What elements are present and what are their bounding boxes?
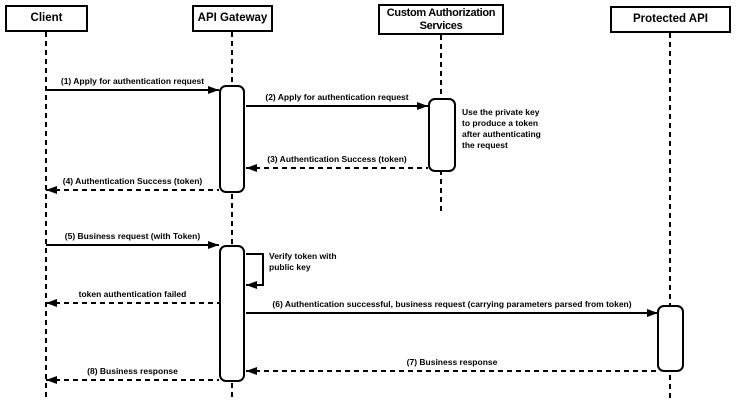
message-1-label: (1) Apply for authentication request — [60, 76, 205, 86]
arrowhead-right-icon — [208, 241, 219, 249]
actor-custom-authorization-services-label: Custom Authorization Services — [386, 6, 496, 32]
message-7-label: (7) Business response — [406, 357, 498, 367]
message-5-label: (5) Business request (with Token) — [64, 231, 201, 241]
message-2-arrow — [246, 102, 428, 110]
message-3-auth-success: (3) Authentication Success (token) — [246, 154, 428, 172]
message-6-auth-successful-business-request: (6) Authentication successful, business … — [246, 299, 658, 317]
message-1-apply-authentication: (1) Apply for authentication request — [46, 76, 219, 94]
arrowhead-left-icon — [246, 164, 257, 172]
message-3-arrow — [246, 164, 428, 172]
message-token-auth-failed: token authentication failed — [46, 289, 219, 307]
message-8-business-response: (8) Business response — [46, 366, 219, 384]
message-1-arrow — [46, 86, 219, 94]
arrowhead-right-icon — [208, 86, 219, 94]
message-7-business-response: (7) Business response — [246, 357, 658, 375]
actor-api-gateway-label: API Gateway — [197, 12, 268, 24]
note-private-key: Use the private key to produce a token a… — [462, 107, 541, 150]
message-4-arrow — [46, 186, 219, 194]
arrowhead-left-icon — [46, 186, 57, 194]
message-5-arrow — [46, 241, 219, 249]
arrowhead-right-icon — [647, 309, 658, 317]
arrowhead-left-icon — [246, 367, 257, 375]
lifeline-protected-api — [669, 33, 671, 398]
arrowhead-left-icon — [46, 376, 57, 384]
actor-client-label: Client — [30, 12, 63, 24]
message-8-label: (8) Business response — [87, 366, 178, 376]
actor-api-gateway: API Gateway — [192, 5, 273, 32]
actor-client: Client — [5, 5, 88, 32]
message-2-label: (2) Apply for authentication request — [265, 92, 409, 102]
activation-api-gateway-1 — [219, 85, 245, 193]
activation-api-gateway-2 — [219, 245, 245, 382]
arrowhead-right-icon — [417, 102, 428, 110]
arrowhead-left-icon — [46, 299, 57, 307]
message-4-label: (4) Authentication Success (token) — [62, 176, 203, 186]
lifeline-client — [45, 32, 47, 398]
message-3-label: (3) Authentication Success (token) — [267, 154, 407, 164]
message-8-arrow — [46, 376, 219, 384]
message-5-business-request: (5) Business request (with Token) — [46, 231, 219, 249]
actor-protected-api: Protected API — [610, 6, 731, 33]
activation-protected-api — [657, 305, 684, 372]
message-7-arrow — [246, 367, 658, 375]
message-2-apply-authentication: (2) Apply for authentication request — [246, 92, 428, 110]
lifeline-api-gateway — [231, 32, 233, 398]
arrowhead-left-icon — [246, 281, 257, 289]
self-message-verify-token-label: Verify token with public key — [269, 251, 337, 272]
message-4-auth-success: (4) Authentication Success (token) — [46, 176, 219, 194]
activation-custom-authorization-services — [428, 98, 456, 172]
message-token-auth-failed-arrow — [46, 299, 219, 307]
message-token-auth-failed-label: token authentication failed — [78, 289, 187, 299]
actor-protected-api-label: Protected API — [633, 13, 708, 25]
message-6-label: (6) Authentication successful, business … — [272, 299, 632, 309]
message-6-arrow — [246, 309, 658, 317]
actor-custom-authorization-services: Custom Authorization Services — [378, 4, 504, 35]
